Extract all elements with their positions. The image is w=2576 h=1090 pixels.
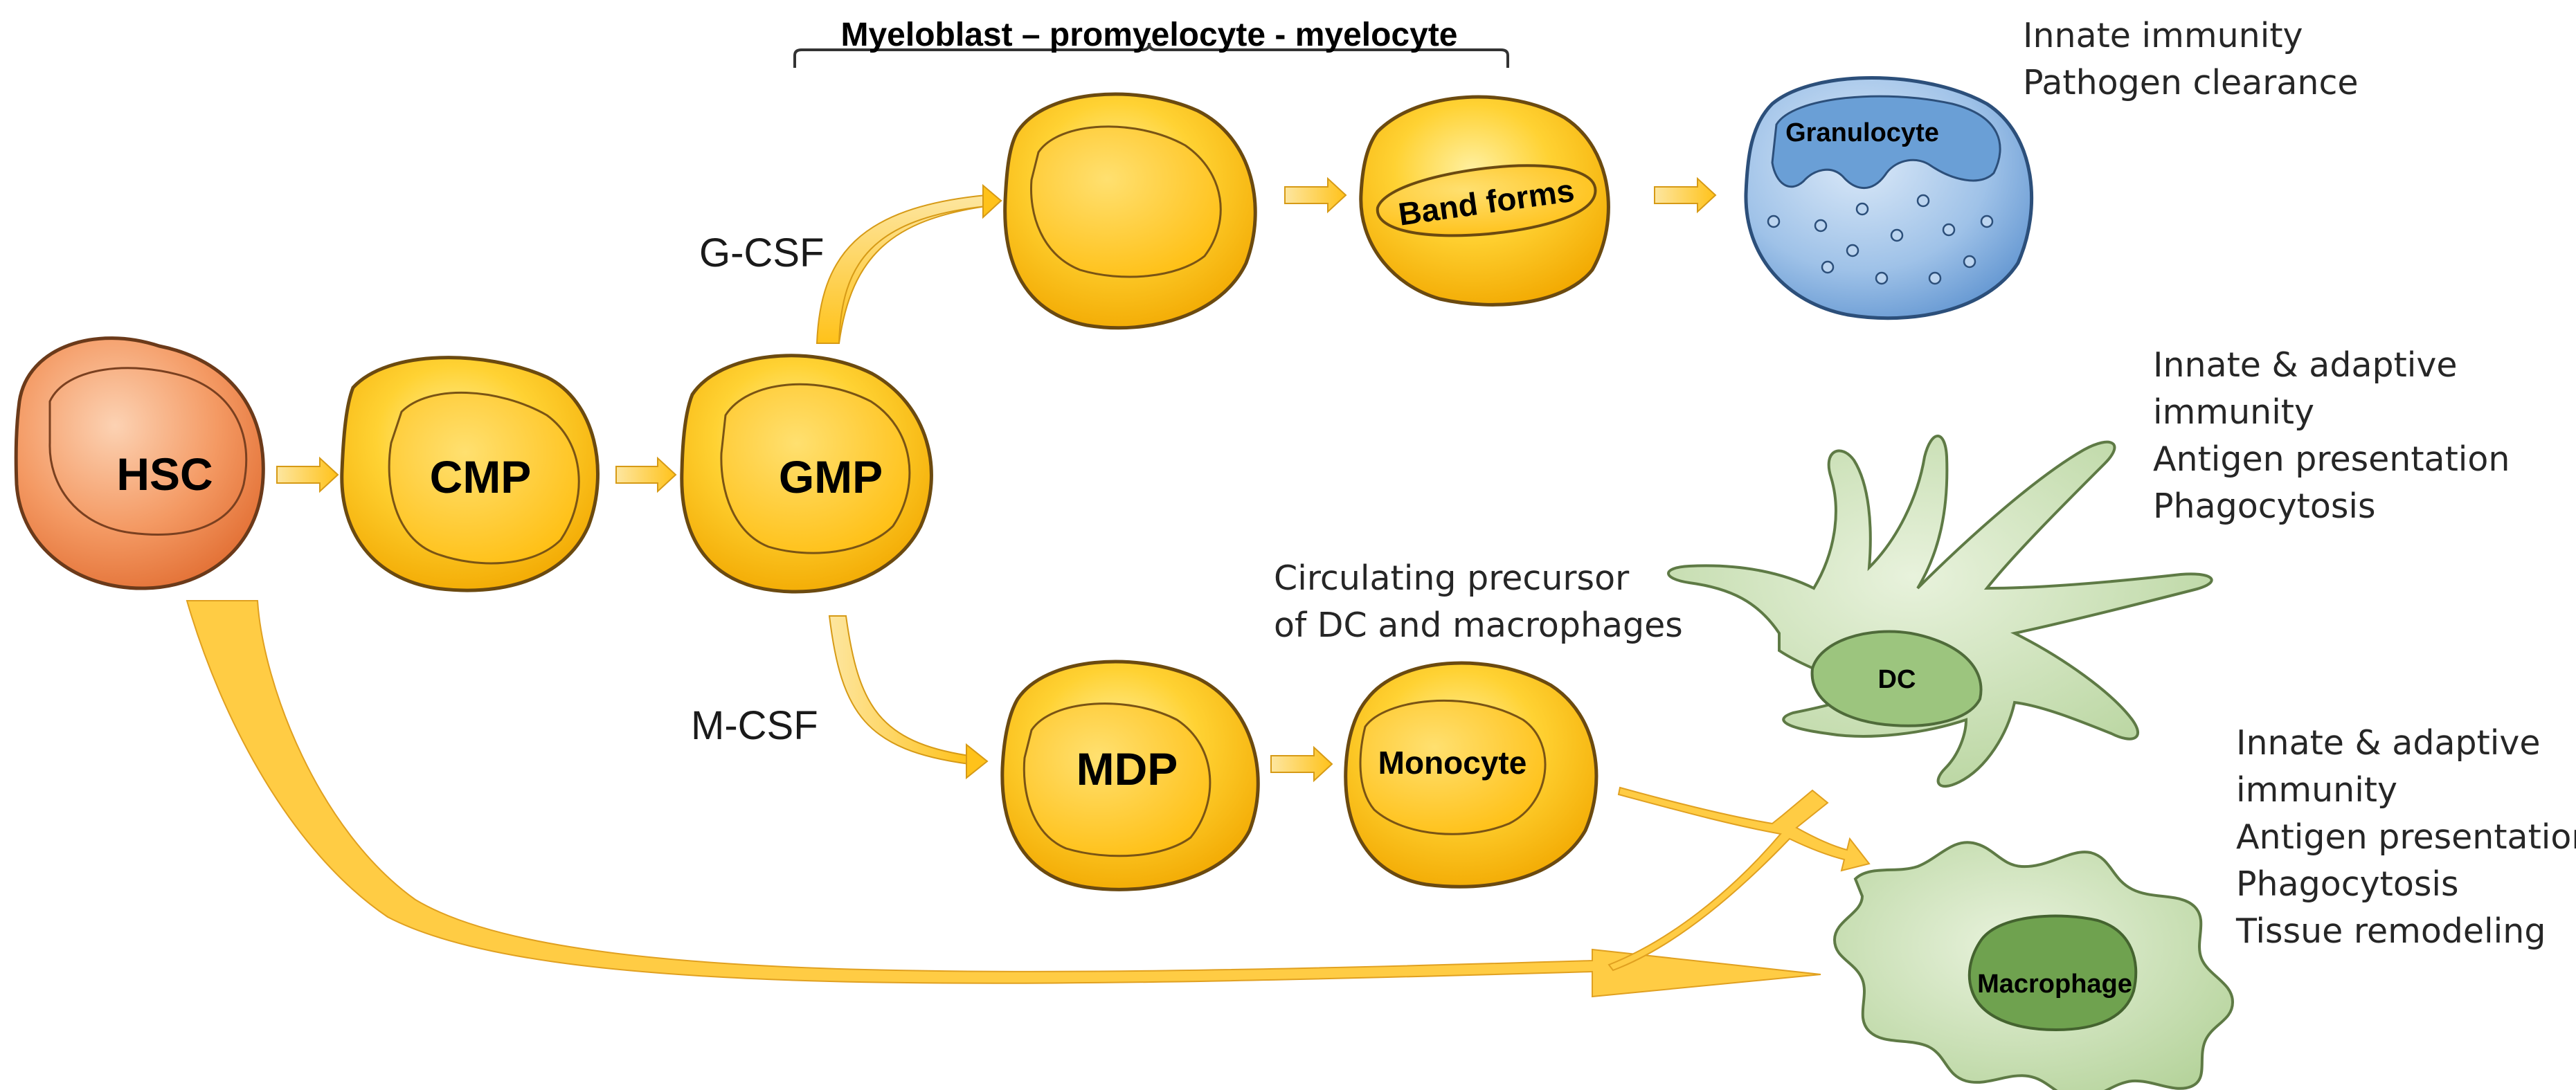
dc-note-line: Phagocytosis [2153,487,2376,526]
gcsf-arrow-head [982,183,1002,219]
dc-note-line: immunity [2153,392,2314,432]
hsc-to-macrophage-arrow [186,600,1821,998]
monocyte-label: Monocyte [1378,745,1527,781]
macrophage-note-line: Phagocytosis [2236,864,2459,904]
monocyte-branch-arrow [1607,786,1871,972]
dc-label: DC [1878,665,1916,694]
mdp-label: MDP [1077,743,1178,794]
monocyte-note-line: of DC and macrophages [1274,606,1683,645]
dc-cell [1667,435,2213,788]
band-forms-cell [1359,95,1610,307]
granulocyte-label: Granulocyte [1785,118,1939,147]
monocyte-cell [1344,661,1598,889]
mcsf-arrow-head [966,743,989,780]
gmp-cell [680,354,933,594]
arrow-mdp-monocyte [1270,745,1333,783]
macrophage-label: Macrophage [1977,970,2132,999]
mdp-cell [1000,660,1260,891]
gcsf-label: G-CSF [699,230,824,275]
arrow-cmp-gmp [615,456,677,493]
arrow-band-granulocyte [1654,176,1717,214]
macrophage-notes: Innate & adaptive immunity Antigen prese… [2235,723,2576,951]
dc-note-line: Antigen presentation [2153,439,2510,479]
cmp-label: CMP [430,451,532,502]
mcsf-arrow-body [828,615,970,765]
myeloblast-cell [1003,92,1257,330]
macrophage-cell [1832,841,2235,1090]
stages-header: Myeloblast – promyelocyte - myelocyte [841,17,1458,53]
arrow-hsc-cmp [276,456,339,493]
macrophage-note-line: Antigen presentation [2236,817,2576,857]
granulocyte-cell [1744,76,2034,320]
gmp-label: GMP [779,451,883,502]
macrophage-note-line: immunity [2236,770,2397,810]
granulocyte-notes: Innate immunity Pathogen clearance [2023,16,2359,102]
dc-notes: Innate & adaptive immunity Antigen prese… [2153,345,2510,526]
macrophage-note-line: Innate & adaptive [2236,723,2541,763]
cmp-cell [340,356,600,592]
dc-note-line: Innate & adaptive [2153,345,2458,385]
hsc-label: HSC [116,448,213,500]
macrophage-note-line: Tissue remodeling [2235,911,2546,951]
granulocyte-note-line: Innate immunity [2023,16,2303,55]
arrow-myeloblast-band [1284,176,1347,214]
monocyte-note-line: Circulating precursor [1274,558,1630,598]
hsc-cell [14,336,265,590]
stages-bracket [793,42,1509,68]
granulocyte-note-line: Pathogen clearance [2023,63,2359,102]
monocyte-notes: Circulating precursor of DC and macropha… [1274,558,1683,645]
mcsf-label: M-CSF [691,703,818,748]
